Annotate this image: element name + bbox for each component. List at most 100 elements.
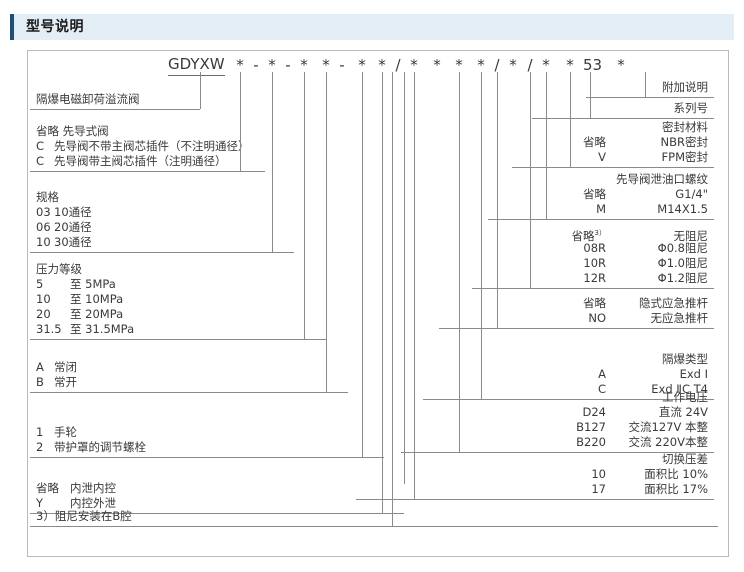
- row-code: 省略: [583, 187, 606, 201]
- group-header: 切换压差: [662, 452, 708, 466]
- stem-vline: [304, 72, 305, 339]
- model-code-token: *: [378, 56, 386, 74]
- row-code: 31.5: [36, 322, 62, 336]
- row-code: 1: [36, 425, 44, 439]
- group-header: 压力等级: [36, 262, 82, 276]
- row-code: 20: [36, 307, 51, 321]
- model-code-token: *: [509, 56, 517, 74]
- row-desc: Φ0.8阻尼: [657, 241, 708, 255]
- stem-vline: [497, 72, 498, 328]
- row-desc: NBR密封: [660, 135, 708, 149]
- row-code: 12R: [583, 271, 606, 285]
- group-header: 隔爆类型: [662, 352, 708, 366]
- page-title: 型号说明: [26, 19, 84, 35]
- row-desc: 无阻尼: [673, 228, 709, 243]
- stem-vline: [645, 72, 646, 97]
- stem-vline: [272, 72, 273, 252]
- model-code-token: *: [566, 56, 574, 74]
- title-accent-bar: [10, 14, 14, 40]
- elbow-hline: [512, 167, 570, 168]
- row-code: B220: [576, 435, 606, 449]
- row-desc: 常闭: [54, 360, 77, 374]
- section-title-bar: [10, 14, 734, 40]
- row-code: C: [36, 139, 45, 153]
- group-underline: [30, 171, 265, 172]
- model-code-token: 53: [583, 56, 603, 74]
- model-code-token: *: [433, 56, 441, 74]
- elbow-hline: [401, 452, 459, 453]
- group-row: 20 至 20MPa: [36, 307, 134, 322]
- model-code-token: /: [395, 56, 401, 74]
- group-underline: [423, 399, 714, 400]
- stem-vline: [200, 72, 201, 109]
- elbow-hline: [356, 499, 414, 500]
- group-header: 隔爆电磁卸荷溢流阀: [36, 92, 140, 106]
- group-underline: [30, 252, 294, 253]
- elbow-hline: [423, 399, 481, 400]
- stem-vline: [240, 72, 241, 171]
- right-group-series-number: 系列号: [674, 101, 709, 116]
- row-desc: 30通径: [54, 235, 92, 249]
- row-code: 10: [36, 292, 51, 306]
- group-header: 省略 先导式阀: [36, 124, 109, 138]
- model-code-token: -: [253, 56, 259, 74]
- group-underline: [472, 288, 714, 289]
- elbow-hline: [586, 97, 645, 98]
- diagram-frame: [27, 50, 729, 557]
- group-header: 规格: [36, 190, 59, 204]
- group-header: 工作电压: [662, 390, 708, 404]
- group-underline: [30, 109, 177, 110]
- row-code: 03: [36, 205, 51, 219]
- row-desc: 至 5MPa: [70, 277, 116, 291]
- group-row: 省略 NBR密封: [560, 135, 708, 150]
- footnote-marker: 3）: [594, 229, 606, 237]
- row-code: 省略: [583, 135, 606, 149]
- row-desc: 至 20MPa: [70, 307, 124, 321]
- group-underline: [586, 97, 714, 98]
- elbow-hline: [472, 288, 530, 289]
- group-header: 系列号: [673, 101, 709, 115]
- elbow-hline: [439, 328, 497, 329]
- row-desc: G1/4": [675, 187, 708, 201]
- group-row: 省略内泄内控: [36, 481, 116, 496]
- row-code: 10: [36, 235, 51, 249]
- model-code-token: /: [494, 56, 500, 74]
- row-desc: 带护罩的调节螺栓: [54, 440, 146, 454]
- model-code-token: *: [322, 56, 330, 74]
- model-code-token: -: [339, 56, 345, 74]
- right-group-additional-note: 附加说明: [662, 80, 708, 95]
- group-underline: [488, 219, 714, 220]
- row-code: 省略: [36, 481, 59, 495]
- model-code-token: /: [527, 56, 533, 74]
- elbow-hline: [488, 219, 546, 220]
- row-code: Y: [36, 496, 44, 510]
- stem-vline: [530, 72, 531, 288]
- stem-vline: [546, 72, 547, 219]
- row-code: 省略3）: [571, 228, 606, 243]
- row-code: M: [596, 202, 606, 216]
- row-desc: 内控外泄: [70, 496, 116, 510]
- row-desc: 先导阀带主阀芯插件（注明通径）: [54, 154, 227, 168]
- row-desc: 内泄内控: [70, 481, 116, 495]
